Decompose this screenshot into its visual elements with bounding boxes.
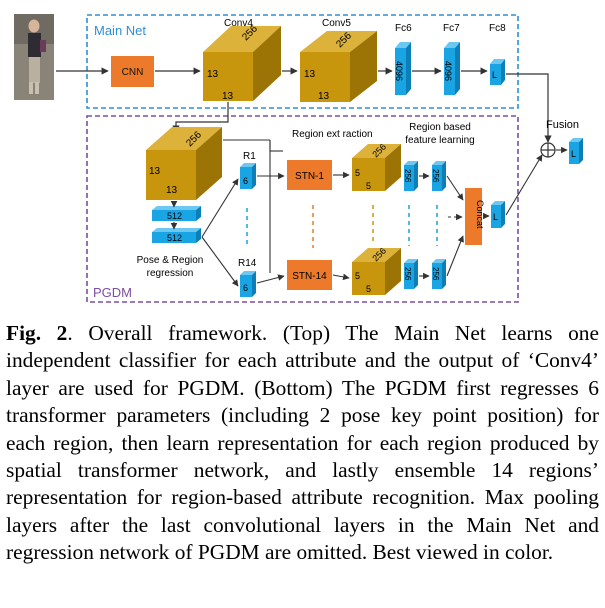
fc7-size: 4096 xyxy=(443,61,453,81)
fc7-block xyxy=(444,42,460,95)
concat-box xyxy=(465,188,482,245)
cnn-box xyxy=(111,56,154,87)
fc-512-a xyxy=(152,206,201,221)
fc6-title: Fc6 xyxy=(395,23,412,34)
region-fc-14b xyxy=(432,259,446,289)
region-fc-14a-label: 256 xyxy=(403,267,412,281)
fc7-title: Fc7 xyxy=(443,23,460,34)
fusion-output-label: L xyxy=(571,149,576,159)
fc-512-b xyxy=(152,228,201,243)
pgdm-output-block xyxy=(491,201,505,228)
region-fc-1b-label: 256 xyxy=(431,169,440,183)
pgdm-box xyxy=(86,115,519,303)
conv5-width: 13 xyxy=(304,69,316,80)
feature-learning-label-2: feature learning xyxy=(405,135,475,146)
conv5-cube xyxy=(300,31,377,102)
concat-label: Concat xyxy=(475,200,485,229)
stn-1-label: STN-1 xyxy=(295,171,324,182)
pedestrian-photo xyxy=(14,14,54,100)
region-fc-14b-label: 256 xyxy=(431,267,440,281)
figure-caption: Fig. 2. Overall framework. (Top) The Mai… xyxy=(6,320,599,567)
region-cube-14-h: 5 xyxy=(366,284,371,294)
conv4-cube xyxy=(203,26,281,101)
region-r14-param: 6 xyxy=(243,283,248,293)
main-net-box xyxy=(86,14,519,109)
region-cube-14-w: 5 xyxy=(355,271,360,281)
fc6-block xyxy=(395,42,411,95)
framework-diagram: Main Net PGDM CNN Conv4 256 13 13 Conv5 … xyxy=(14,14,583,303)
region-fc-1b xyxy=(432,161,446,191)
region-r14-block xyxy=(240,271,256,297)
conv5-title: Conv5 xyxy=(322,18,351,29)
pgdm-cube xyxy=(146,127,222,200)
stn-14-box xyxy=(287,260,332,290)
region-r1-block xyxy=(240,163,256,189)
pgdm-arrows xyxy=(170,139,568,287)
stn-14-label: STN-14 xyxy=(292,271,327,282)
regression-label-1: Pose & Region xyxy=(137,255,204,266)
fusion-plus-icon xyxy=(540,142,556,158)
fusion-output-block xyxy=(569,138,583,164)
region-fc-1a xyxy=(404,161,418,191)
region-cube-1-h: 5 xyxy=(366,181,371,191)
pgdm-output-label: L xyxy=(493,212,498,222)
main-net-title: Main Net xyxy=(94,23,146,38)
fc8-block xyxy=(490,59,505,85)
fc-512-b-label: 512 xyxy=(167,233,182,243)
fc-512-a-label: 512 xyxy=(167,211,182,221)
region-r1-label: R1 xyxy=(243,151,256,162)
stn-1-box xyxy=(287,160,332,190)
region-r14-label: R14 xyxy=(238,258,257,269)
fc6-size: 4096 xyxy=(394,61,404,81)
conv4-width: 13 xyxy=(207,69,219,80)
feature-learning-label-1: Region based xyxy=(409,122,471,133)
pgdm-cube-width: 13 xyxy=(149,166,161,177)
figure-caption-text: . Overall framework. (Top) The Main Net … xyxy=(6,321,599,565)
region-extraction-label: Region ext raction xyxy=(292,129,373,140)
figure-label: Fig. 2 xyxy=(6,321,68,345)
conv4-title: Conv4 xyxy=(224,18,253,29)
region-cube-1 xyxy=(352,144,401,191)
region-fc-1a-label: 256 xyxy=(403,169,412,183)
pgdm-cube-height: 13 xyxy=(166,185,178,196)
region-cube-14 xyxy=(352,248,401,295)
region-fc-14a xyxy=(404,259,418,289)
cnn-label: CNN xyxy=(122,67,144,78)
fusion-label: Fusion xyxy=(546,119,579,131)
conv4-height: 13 xyxy=(222,91,234,102)
pgdm-title: PGDM xyxy=(93,285,132,300)
region-r1-param: 6 xyxy=(243,176,248,186)
fc8-title: Fc8 xyxy=(489,23,506,34)
region-cube-1-w: 5 xyxy=(355,168,360,178)
fc8-size: L xyxy=(492,70,497,80)
conv5-height: 13 xyxy=(318,91,330,102)
regression-label-2: regression xyxy=(147,268,194,279)
